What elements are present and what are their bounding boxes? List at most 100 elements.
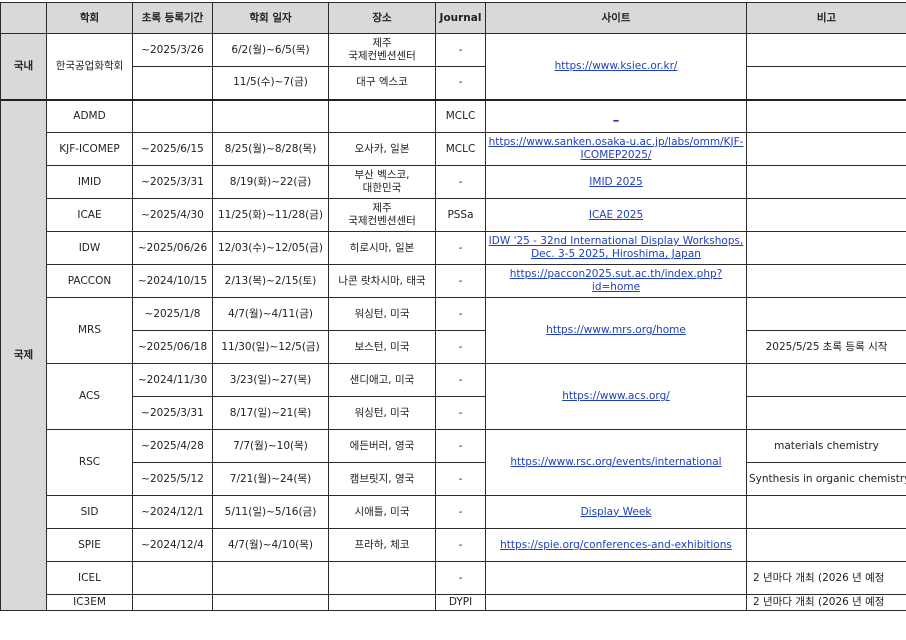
site-link[interactable]: https://www.acs.org/ [562,390,670,402]
deadline-cell: ~2024/11/30 [132,363,213,397]
table-row: ICEL-2 년마다 개최 (2026 년 예정 [1,561,906,595]
date-cell: 2/13(목)~2/15(토) [212,264,329,298]
journal-cell: - [435,462,486,496]
note-cell [746,396,906,430]
site-cell: https://www.rsc.org/events/international [485,429,747,496]
journal-cell: - [435,429,486,463]
header-blank [0,2,47,34]
place-cell: 샌디애고, 미국 [328,363,436,397]
date-cell: 6/2(월)~6/5(목) [212,33,329,67]
note-cell [746,231,906,265]
deadline-cell: ~2025/3/31 [132,396,213,430]
note-cell: 2 년마다 개최 (2026 년 예정 [746,561,906,595]
header-deadline: 초록 등록기간 [132,2,213,34]
date-cell: 7/21(월)~24(목) [212,462,329,496]
date-cell: 11/5(수)~7(금) [212,66,329,100]
journal-cell: PSSa [435,198,486,232]
note-cell [746,165,906,199]
society-cell: 한국공업화학회 [46,33,133,100]
site-link[interactable]: Display Week [580,505,652,518]
header-note: 비고 [746,2,906,34]
site-link[interactable]: https://www.ksiec.or.kr/ [554,59,678,72]
site-link[interactable]: _ [613,109,619,122]
site-link[interactable]: https://paccon2025.sut.ac.th/index.php?i… [509,268,723,293]
date-cell: 12/03(수)~12/05(금) [212,231,329,265]
note-cell [746,264,906,298]
journal-cell: - [435,528,486,562]
header-date: 학회 일자 [212,2,329,34]
site-cell: https://spie.org/conferences-and-exhibit… [485,528,747,562]
journal-cell: - [435,363,486,397]
date-cell [212,98,329,133]
deadline-cell: ~2025/06/26 [132,231,213,265]
site-link[interactable]: IMID 2025 [589,175,643,188]
deadline-cell [132,561,213,595]
journal-cell: - [435,165,486,199]
deadline-cell: ~2025/06/18 [132,330,213,364]
society-cell: PACCON [46,264,133,298]
note-cell [746,297,906,331]
journal-cell: - [435,231,486,265]
deadline-cell: ~2024/12/4 [132,528,213,562]
place-cell: 프라하, 체코 [328,528,436,562]
site-link[interactable]: https://spie.org/conferences-and-exhibit… [500,538,732,551]
site-link[interactable]: https://www.rsc.org/events/international [510,456,722,468]
header-journal: Journal [435,2,486,34]
site-link[interactable]: https://www.sanken.osaka-u.ac.jp/labs/om… [488,136,744,161]
date-cell: 11/30(일)~12/5(금) [212,330,329,364]
site-cell [485,561,747,595]
society-cell: SPIE [46,528,133,562]
society-cell: ACS [46,363,133,430]
site-cell: https://paccon2025.sut.ac.th/index.php?i… [485,264,747,298]
journal-cell: - [435,297,486,331]
society-cell: SID [46,495,133,529]
deadline-cell: ~2025/4/30 [132,198,213,232]
table-row: 11/5(수)~7(금)대구 엑스코- [1,66,906,100]
society-cell: IMID [46,165,133,199]
site-cell: _ [485,98,747,133]
deadline-cell: ~2024/12/1 [132,495,213,529]
date-cell: 3/23(일)~27(목) [212,363,329,397]
group-label-international: 국제 [0,98,47,611]
society-cell: ICAE [46,198,133,232]
note-cell: 2 년마다 개최 (2026 년 예정 [746,594,906,611]
site-link[interactable]: https://www.mrs.org/home [546,324,686,336]
deadline-cell: ~2024/10/15 [132,264,213,298]
note-cell: materials chemistry [746,429,906,463]
date-cell: 8/19(화)~22(금) [212,165,329,199]
note-cell [746,198,906,232]
date-cell: 5/11(일)~5/16(금) [212,495,329,529]
header-society: 학회 [46,2,133,34]
society-cell: RSC [46,429,133,496]
header-row: 학회 초록 등록기간 학회 일자 장소 Journal 사이트 비고 [0,2,906,34]
site-link[interactable]: ICAE 2025 [588,208,644,221]
journal-cell: - [435,396,486,430]
note-cell [746,33,906,67]
date-cell: 4/7(월)~4/10(목) [212,528,329,562]
note-cell [746,528,906,562]
deadline-cell: ~2025/3/31 [132,165,213,199]
place-cell: 시애틀, 미국 [328,495,436,529]
deadline-cell: ~2025/4/28 [132,429,213,463]
deadline-cell: ~2025/6/15 [132,132,213,166]
deadline-cell [132,594,213,611]
date-cell: 8/17(일)~21(목) [212,396,329,430]
place-cell: 워싱턴, 미국 [328,297,436,331]
place-cell: 에든버러, 영국 [328,429,436,463]
deadline-cell [132,66,213,100]
place-cell: 부산 벡스코,대한민국 [328,165,436,199]
site-link[interactable]: IDW '25 - 32nd International Display Wor… [488,235,744,260]
place-cell: 오사카, 일본 [328,132,436,166]
